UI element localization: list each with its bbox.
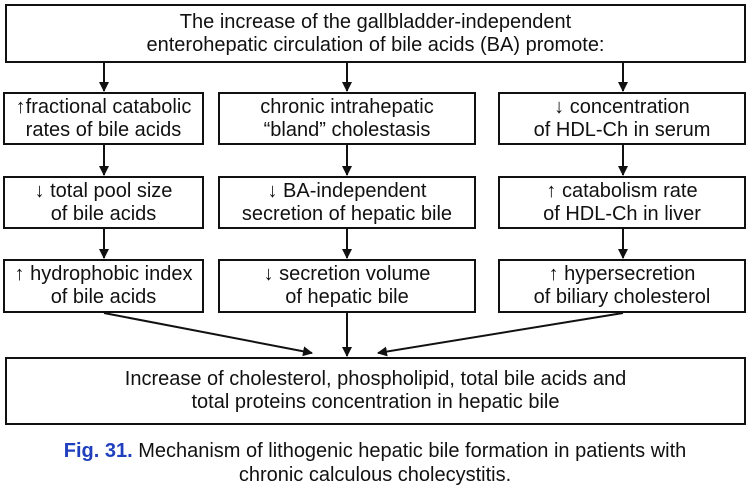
box-line1: ↑ catabolism rate — [546, 179, 698, 202]
top-box-line2: enterohepatic circulation of bile acids … — [146, 33, 605, 56]
caption-line1: Fig. 31. Mechanism of lithogenic hepatic… — [0, 439, 750, 463]
box-line1: ↑fractional catabolic — [15, 95, 192, 118]
box-line2: secretion of hepatic bile — [241, 202, 453, 225]
box-line1: ↓ BA-independent — [267, 179, 427, 202]
box-total-pool-size: ↓ total pool size of bile acids — [3, 176, 204, 229]
arrow-col3-to-bottom — [377, 312, 624, 357]
box-ba-independent-secretion: ↓ BA-independent secretion of hepatic bi… — [218, 176, 476, 229]
caption-text-line2: chronic calculous cholecystitis. — [238, 464, 512, 486]
bottom-box: Increase of cholesterol, phospholipid, t… — [5, 357, 746, 425]
caption-label: Fig. 31. — [63, 440, 133, 462]
box-fractional-catabolic-rates: ↑fractional catabolic rates of bile acid… — [3, 92, 204, 145]
figure-caption: Fig. 31. Mechanism of lithogenic hepatic… — [0, 439, 750, 487]
box-line2: of HDL-Ch in serum — [533, 118, 711, 141]
box-secretion-volume: ↓ secretion volume of hepatic bile — [218, 259, 476, 313]
box-line2: “bland” cholestasis — [263, 118, 431, 141]
box-line1: ↓ secretion volume — [263, 263, 431, 285]
box-chronic-cholestasis: chronic intrahepatic “bland” cholestasis — [218, 92, 476, 145]
box-line2: rates of bile acids — [25, 118, 182, 141]
top-box-line1: The increase of the gallbladder-independ… — [179, 10, 572, 33]
box-hydrophobic-index: ↑ hydrophobic index of bile acids — [3, 259, 204, 313]
box-hdl-concentration: ↓ concentration of HDL-Ch in serum — [498, 92, 746, 145]
box-hdl-catabolism-rate: ↑ catabolism rate of HDL-Ch in liver — [498, 176, 746, 229]
arrow-col1-to-bottom — [103, 312, 313, 357]
box-line2: of bile acids — [50, 202, 157, 225]
box-line2: of bile acids — [50, 286, 157, 308]
bottom-box-line2: total proteins concentration in hepatic … — [191, 391, 560, 413]
box-line1: chronic intrahepatic — [260, 95, 434, 118]
box-line1: ↑ hydrophobic index — [14, 263, 193, 285]
box-line1: ↓ total pool size — [34, 179, 173, 202]
box-cholesterol-hypersecretion: ↑ hypersecretion of biliary cholesterol — [498, 259, 746, 313]
box-line2: of HDL-Ch in liver — [543, 202, 701, 225]
top-box: The increase of the gallbladder-independ… — [5, 4, 746, 63]
box-line1: ↑ hypersecretion — [548, 263, 696, 285]
box-line2: of biliary cholesterol — [533, 286, 711, 308]
box-line2: of hepatic bile — [285, 286, 409, 308]
box-line1: ↓ concentration — [554, 95, 690, 118]
caption-text-line1: Mechanism of lithogenic hepatic bile for… — [132, 440, 687, 462]
bottom-box-line1: Increase of cholesterol, phospholipid, t… — [124, 368, 627, 390]
